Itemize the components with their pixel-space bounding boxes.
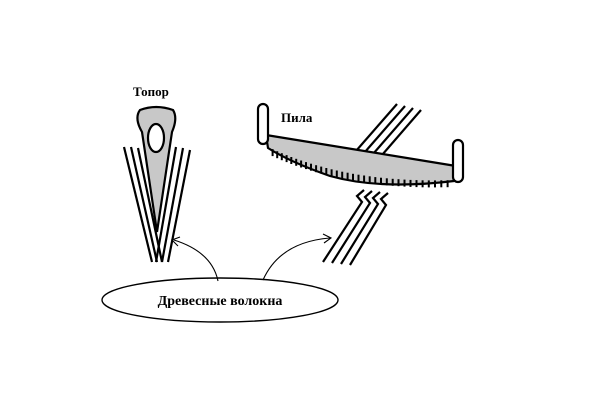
saw-blade (264, 133, 458, 186)
fiber-line (122, 146, 154, 263)
axe-eye (146, 122, 166, 154)
axe-label: Топор (133, 84, 169, 99)
fibers-ellipse (101, 277, 339, 323)
saw-handle-right (451, 138, 465, 184)
arrow-to-axe (173, 239, 219, 282)
fiber-line (340, 191, 381, 265)
fiber-line (160, 147, 185, 263)
saw-label: Пила (281, 110, 313, 125)
saw-teeth (271, 149, 449, 188)
fiber-line (331, 190, 373, 264)
saw-handle-left (256, 102, 270, 146)
fiber-line (129, 146, 159, 263)
fibers-callout: Древесные волокна (101, 233, 339, 323)
fiber-line (349, 192, 389, 266)
axe-group: Топор (122, 84, 192, 263)
axe-fibers-right (154, 146, 192, 263)
fiber-line (322, 189, 365, 263)
fiber-line (154, 146, 178, 263)
saw-fibers-lower (322, 189, 389, 266)
saw-group: Пила (256, 102, 465, 266)
fibers-label: Древесные волокна (158, 294, 283, 309)
fiber-line (136, 147, 164, 263)
fiber-line (166, 149, 192, 263)
arrow-head-axe (171, 236, 181, 247)
axe-fibers-left (122, 146, 164, 263)
arrow-head-saw (322, 233, 333, 244)
arrow-to-saw (262, 237, 331, 281)
